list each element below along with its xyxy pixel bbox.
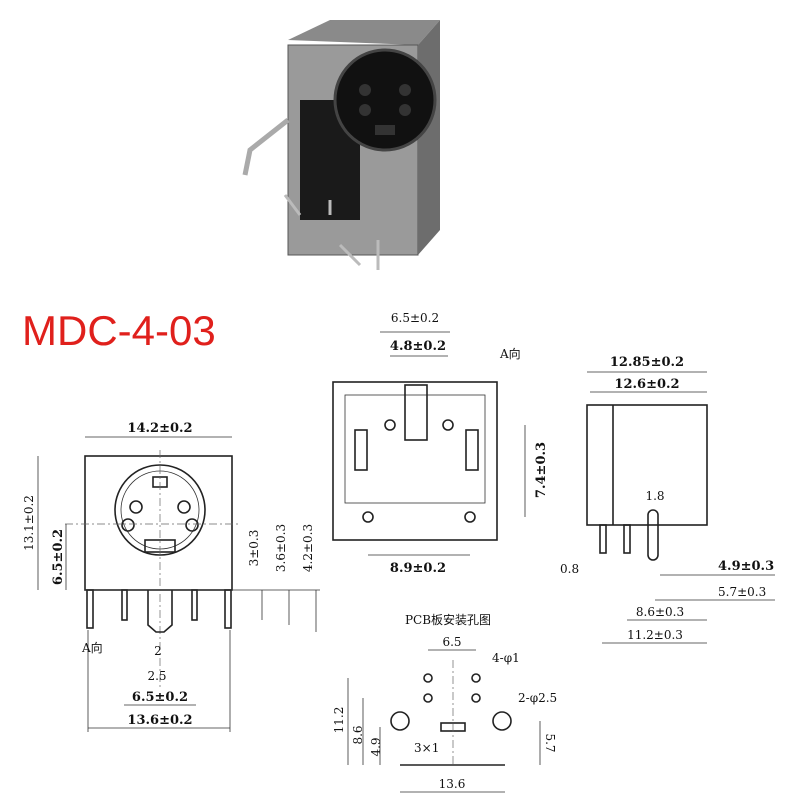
dim-pin-span: 6.5±0.2 xyxy=(132,690,188,705)
dim-center-height: 6.5±0.2 xyxy=(51,529,66,585)
dim-height: 13.1±0.2 xyxy=(22,495,36,551)
dim-h3: 4.9 xyxy=(369,737,383,756)
dim-lower-pins: 8.9±0.2 xyxy=(390,561,446,576)
dim-d4: 11.2±0.3 xyxy=(627,628,683,642)
direction-label: A向 xyxy=(81,640,103,655)
dim-span: 13.6 xyxy=(439,777,466,791)
dim-height: 7.4±0.3 xyxy=(534,442,549,498)
small-holes-label: 4-φ1 xyxy=(492,651,520,665)
dim-pin-b: 3.6±0.3 xyxy=(274,524,288,572)
dim-depth: 12.6±0.2 xyxy=(614,377,679,392)
dim-d1: 4.9±0.3 xyxy=(718,559,774,574)
front-view: 14.2±0.2 13.1±0.2 6.5±0.2 3±0.3 3.6±0.3 … xyxy=(22,421,320,732)
product-photo xyxy=(242,20,440,270)
dim-d2: 5.7±0.3 xyxy=(718,585,766,599)
model-title: MDC-4-03 xyxy=(22,307,216,354)
side-view: 12.85±0.2 12.6±0.2 1.8 0.8 4.9±0.3 5.7±0… xyxy=(560,355,775,644)
dim-h1: 11.2 xyxy=(332,707,346,734)
dim-pitch: 6.5 xyxy=(442,635,461,649)
dim-pin-c: 4.2±0.3 xyxy=(301,524,315,572)
dim-slot-outer: 2.5 xyxy=(147,669,166,683)
dim-d3: 8.6±0.3 xyxy=(636,605,684,619)
dim-outer-pins: 6.5±0.2 xyxy=(391,311,439,325)
dim-slot: 2 xyxy=(154,644,162,658)
dim-h4: 5.7 xyxy=(543,733,557,752)
large-holes-label: 2-φ2.5 xyxy=(518,691,557,705)
dim-tab: 1.8 xyxy=(645,489,664,503)
dim-pin-width: 0.8 xyxy=(560,562,579,576)
back-view: 6.5±0.2 4.8±0.2 A向 7.4±0.3 8.9±0.2 xyxy=(332,311,549,576)
dim-width: 14.2±0.2 xyxy=(127,421,192,436)
dim-h2: 8.6 xyxy=(351,725,365,744)
pcb-title: PCB板安装孔图 xyxy=(405,612,491,627)
dim-inner-pins: 4.8±0.2 xyxy=(390,339,446,354)
dim-base-width: 13.6±0.2 xyxy=(127,713,192,728)
dim-depth-total: 12.85±0.2 xyxy=(610,355,684,370)
dim-pin-a: 3±0.3 xyxy=(247,530,261,567)
pcb-layout: PCB板安装孔图 6.5 4-φ1 2-φ2.5 11.2 8.6 4.9 3×… xyxy=(332,612,557,793)
slot-label: 3×1 xyxy=(414,741,439,755)
direction-label: A向 xyxy=(499,346,521,361)
